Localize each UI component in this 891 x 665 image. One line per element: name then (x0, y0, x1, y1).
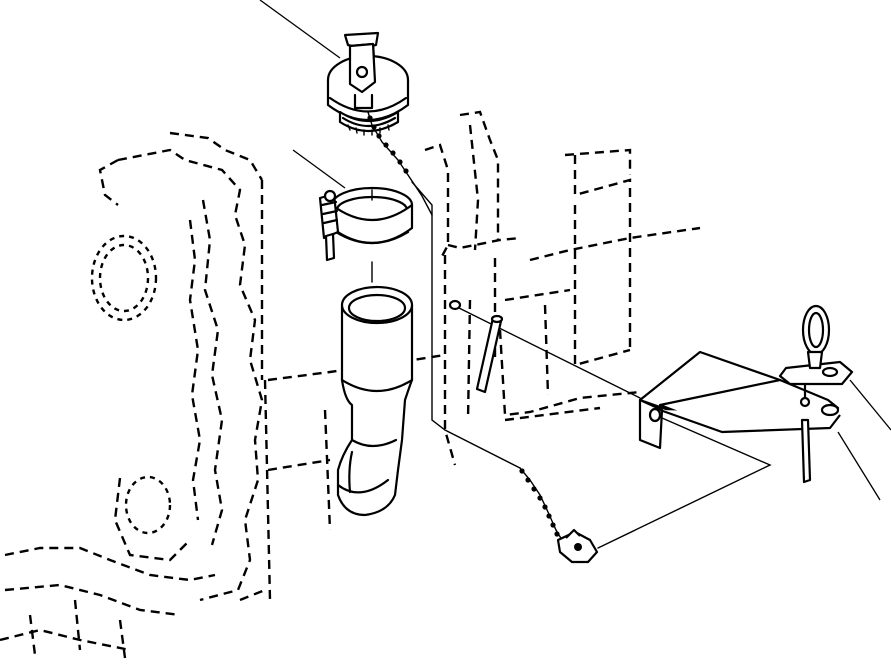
filler-cap-icon (326, 31, 410, 136)
pull-ring-pin-icon (778, 304, 854, 484)
leader-spring-pin (837, 431, 881, 501)
leader-clamp (292, 149, 346, 189)
engine-housing-phantom-outline (0, 110, 701, 659)
mounting-bracket-icon (638, 350, 841, 450)
hose-clamp-icon (318, 186, 414, 283)
retaining-chain-icon (367, 111, 599, 564)
spring-pin-small-icon (448, 299, 504, 394)
leader-cap (259, 0, 341, 59)
leader-pull-pin (849, 379, 891, 431)
callout-leaders (259, 0, 891, 501)
filler-hose-icon (336, 285, 414, 517)
assembly-guide-lines (411, 181, 772, 549)
